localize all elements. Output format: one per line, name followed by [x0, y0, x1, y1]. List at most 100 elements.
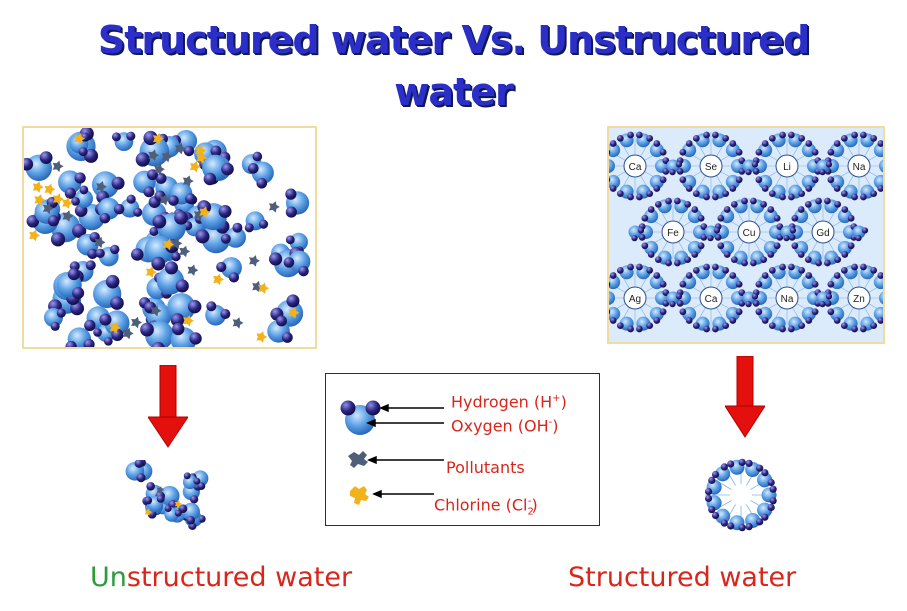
water-molecule-icon	[824, 250, 842, 267]
water-molecule-icon	[156, 261, 189, 295]
water-molecule-icon	[140, 320, 174, 347]
unstructured-molecules	[24, 128, 311, 347]
water-molecule-icon	[804, 197, 822, 214]
water-molecule-icon	[712, 316, 730, 333]
page-title: Structured water Vs. Unstructured water	[0, 14, 907, 118]
water-molecule-icon	[636, 184, 654, 201]
water-molecule-icon	[609, 174, 621, 192]
water-molecule-icon	[837, 240, 855, 258]
water-molecule-icon	[247, 161, 274, 189]
water-molecule-icon	[807, 289, 822, 307]
legend-label-chlorine: Chlorine (Cl2-)	[434, 495, 538, 518]
legend-label-hydrogen: Hydrogen (H+)	[451, 392, 567, 412]
water-molecule-icon	[704, 476, 722, 496]
pollutant-icon	[161, 150, 173, 163]
legend-label-pollutants: Pollutants	[446, 458, 525, 477]
ion-badge: Se	[699, 154, 723, 178]
pollutant-icon	[122, 327, 134, 340]
water-molecule-icon	[755, 272, 773, 290]
water-molecule-icon	[654, 250, 672, 267]
water-molecule-icon	[638, 223, 653, 241]
water-molecule-icon	[757, 469, 775, 488]
water-molecule-icon	[816, 291, 833, 308]
chlorine-icon	[288, 307, 300, 319]
chlorine-icon	[199, 206, 211, 218]
title-line-2: water	[394, 70, 513, 114]
pollutant-icon	[182, 175, 194, 187]
water-molecule-icon	[649, 140, 667, 158]
water-molecule-icon	[636, 316, 654, 333]
caption-structured: Structured water	[568, 562, 797, 593]
water-molecule-icon	[111, 131, 136, 152]
water-molecule-icon	[712, 184, 730, 201]
water-molecule-icon	[609, 140, 621, 158]
water-molecule-icon	[704, 225, 721, 242]
water-molecule-icon	[763, 206, 781, 224]
pollutant-icon	[175, 142, 186, 155]
water-molecule-icon	[860, 184, 878, 201]
water-molecule-icon	[769, 223, 784, 241]
pollutant-icon	[131, 316, 142, 329]
water-molecule-icon	[742, 159, 759, 176]
svg-text:Zn: Zn	[853, 294, 865, 305]
water-molecule-icon	[840, 316, 858, 333]
water-molecule-icon	[616, 131, 634, 148]
water-molecule-icon	[244, 211, 269, 233]
svg-text:Ca: Ca	[629, 162, 642, 173]
water-molecule-icon	[768, 131, 786, 148]
water-molecule-icon	[687, 240, 705, 258]
water-molecule-icon	[750, 250, 768, 267]
water-molecule-icon	[182, 472, 201, 490]
water-molecule-icon	[649, 174, 667, 192]
pollutant-icon	[348, 451, 368, 468]
water-molecule-icon	[616, 263, 634, 280]
water-molecule-icon	[788, 316, 806, 333]
water-molecule-icon	[628, 225, 645, 242]
water-molecule-icon	[216, 257, 242, 283]
water-molecule-icon	[133, 169, 158, 198]
water-molecule-icon	[827, 174, 845, 192]
water-molecule-icon	[727, 515, 746, 532]
legend-pointer-arrows	[366, 403, 444, 499]
chlorine-icon	[32, 181, 44, 193]
water-molecule-icon	[780, 225, 797, 242]
water-molecule-icon	[616, 316, 634, 333]
pollutant-icon	[179, 245, 191, 258]
water-molecule-icon	[58, 170, 86, 199]
water-molecule-icon	[801, 272, 819, 290]
water-molecule-icon	[757, 502, 775, 521]
water-molecule-icon	[725, 174, 743, 192]
water-molecule-icon	[641, 240, 659, 258]
pollutant-icon	[249, 255, 260, 267]
pollutant-icon	[154, 163, 165, 175]
water-molecule-icon	[717, 206, 735, 224]
chlorine-icon	[109, 322, 121, 334]
pollutant-icon	[193, 209, 205, 221]
water-molecule-icon	[840, 263, 858, 280]
water-molecule-icon	[202, 154, 234, 186]
chlorine-icon	[163, 238, 175, 251]
svg-text:Na: Na	[781, 294, 794, 305]
legend-label-oxygen: Oxygen (OH-)	[451, 416, 559, 436]
ion-badge: Cu	[737, 220, 761, 244]
water-molecule-icon	[824, 197, 842, 214]
water-molecule-icon	[609, 291, 615, 305]
chlorine-icon	[195, 144, 207, 157]
water-molecule-icon	[120, 194, 143, 218]
caption-unstructured-water: Unstructured water	[90, 560, 352, 596]
water-molecule-icon	[725, 140, 743, 158]
water-molecule-icon	[666, 291, 683, 308]
water-molecule-icon	[801, 174, 819, 192]
unstructured-cluster-icon	[125, 460, 209, 530]
water-molecule-icon	[609, 272, 621, 290]
chlorine-icon	[196, 152, 208, 164]
caption-unstructured-rest: structured water	[126, 562, 353, 593]
water-molecule-icon	[873, 174, 883, 192]
water-molecule-icon	[692, 131, 710, 148]
water-molecule-icon	[704, 494, 722, 514]
water-molecule-icon	[654, 197, 672, 214]
chlorine-icon	[145, 266, 157, 278]
water-molecule-icon	[755, 140, 773, 158]
pollutant-icon	[252, 280, 263, 293]
water-molecule-icon	[725, 272, 743, 290]
